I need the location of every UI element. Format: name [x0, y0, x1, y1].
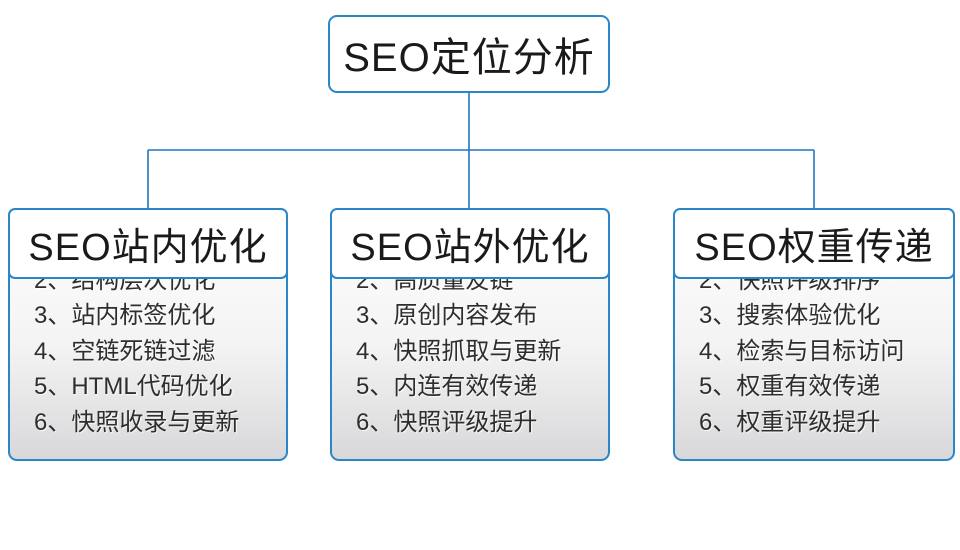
branch-header-onsite: SEO站内优化 [8, 208, 288, 279]
list-item: 3、搜索体验优化 [699, 302, 881, 329]
list-item: 6、快照收录与更新 [34, 408, 240, 436]
list-item: 5、权重有效传递 [699, 373, 881, 400]
branch-offsite-optimization: SEO站外优化 1、高质量外链 2、高质量友链 3、原创内容发布 4、快照抓取与… [330, 208, 610, 461]
list-item: 3、站内标签优化 [34, 302, 216, 329]
branch-title: SEO站外优化 [350, 227, 590, 269]
root-node: SEO定位分析 [328, 15, 610, 93]
root-node-label: SEO定位分析 [343, 36, 595, 80]
list-item: 4、空链死链过滤 [34, 337, 216, 365]
list-item: 5、内连有效传递 [356, 373, 538, 400]
list-item: 4、检索与目标访问 [699, 337, 905, 365]
branch-weight-transfer: SEO权重传递 1、快照增缩略图 2、快照评级排序 3、搜索体验优化 4、检索与… [673, 208, 955, 461]
list-item: 3、原创内容发布 [356, 302, 538, 329]
list-item: 4、快照抓取与更新 [356, 337, 562, 365]
list-item: 5、HTML代码优化 [34, 373, 233, 400]
branch-onsite-optimization: SEO站内优化 1、TDK合理定义 2、结构层次优化 3、站内标签优化 4、空链… [8, 208, 288, 461]
list-item: 6、权重评级提升 [699, 408, 881, 436]
branch-header-weight: SEO权重传递 [673, 208, 955, 279]
list-item: 6、快照评级提升 [356, 408, 538, 436]
branch-title: SEO站内优化 [28, 227, 268, 269]
branch-title: SEO权重传递 [694, 227, 934, 269]
branch-header-offsite: SEO站外优化 [330, 208, 610, 279]
